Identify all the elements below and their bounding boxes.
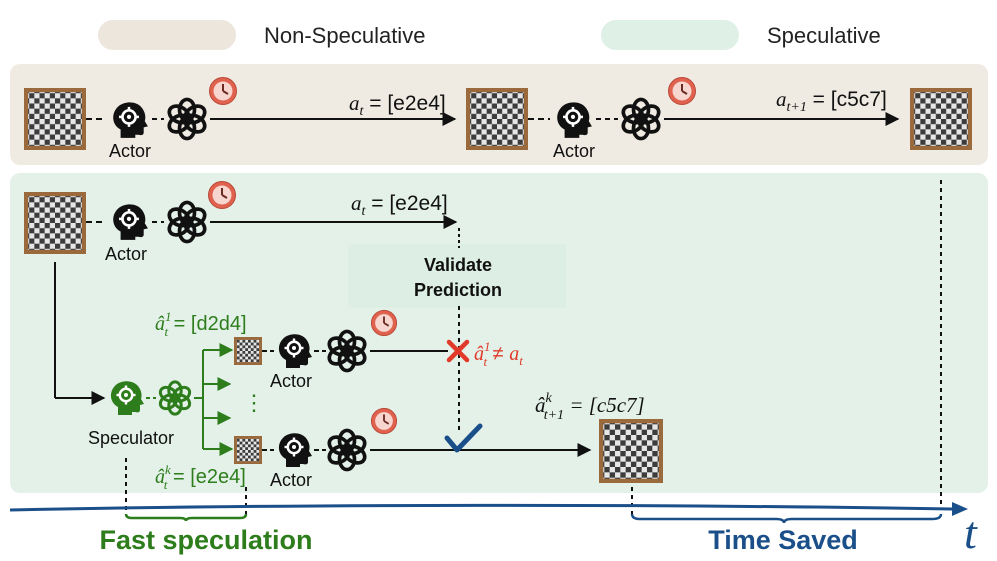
time-saved-brace <box>630 513 943 524</box>
chessboard-icon <box>468 90 526 148</box>
validate-label: Validate <box>424 255 492 275</box>
time-saved-label: Time Saved <box>708 525 858 555</box>
prediction-label: Prediction <box>414 280 502 300</box>
time-axis <box>9 503 953 512</box>
speculator-label: Speculator <box>88 428 174 448</box>
chessboard-icon <box>26 194 84 252</box>
checkmark-icon <box>444 423 483 453</box>
red-x-icon <box>446 339 470 363</box>
chessboard-icon <box>234 436 262 464</box>
fast-speculation-brace <box>124 513 248 522</box>
action-at1-label: at+1 = [c5c7] <box>776 87 887 115</box>
legend-label-non-speculative: Non-Speculative <box>264 23 425 48</box>
actor-label: Actor <box>270 470 312 490</box>
fast-speculation-label: Fast speculation <box>99 525 312 555</box>
actor-label: Actor <box>109 141 151 161</box>
vertical-ellipsis: ⋮ <box>243 390 265 415</box>
speculative-panel <box>10 173 988 493</box>
clock-icon <box>207 180 237 210</box>
actor-label: Actor <box>553 141 595 161</box>
legend-swatch-non-speculative <box>98 20 236 50</box>
validate-box <box>348 244 566 308</box>
actor-label: Actor <box>270 371 312 391</box>
chessboard-icon <box>912 90 970 148</box>
clock-icon <box>370 407 398 435</box>
time-axis-arrowhead <box>952 502 968 516</box>
actor-label: Actor <box>105 244 147 264</box>
action-at-label: at = [e2e4] <box>349 91 446 119</box>
clock-icon <box>370 309 398 337</box>
clock-icon <box>208 76 238 106</box>
speculative-action-at-label: at = [e2e4] <box>351 191 448 219</box>
legend-swatch-speculative <box>601 20 739 50</box>
clock-icon <box>667 76 697 106</box>
legend-label-speculative: Speculative <box>767 23 881 48</box>
chessboard-icon <box>234 337 262 365</box>
chessboard-icon <box>601 421 661 481</box>
time-axis-label: t <box>964 507 978 558</box>
chessboard-icon <box>26 90 84 148</box>
